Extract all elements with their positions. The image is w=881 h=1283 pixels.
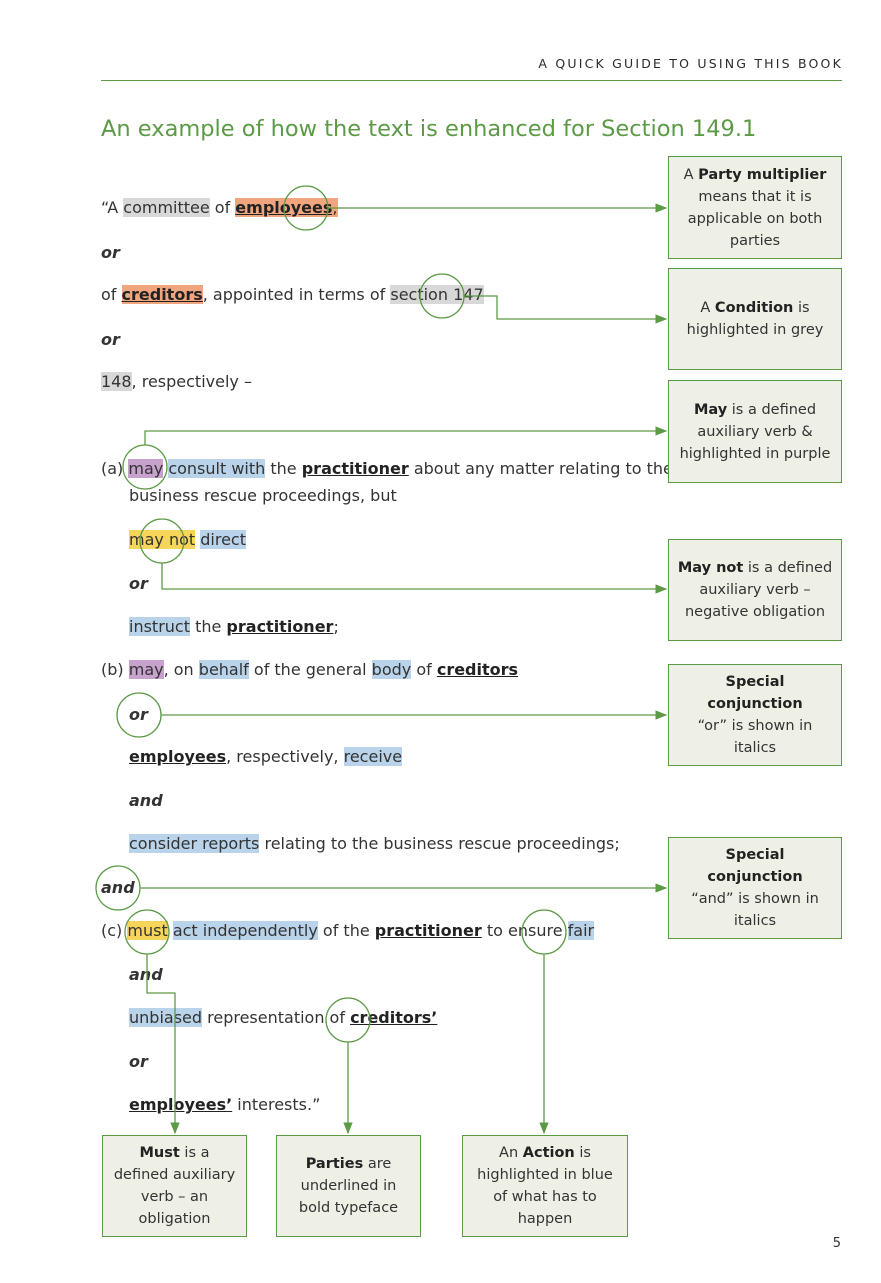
callout-circle	[122, 444, 168, 490]
conjunction-or: or	[129, 705, 148, 724]
callout-must: Must is a defined auxiliary verb – an ob…	[102, 1135, 247, 1237]
callout-circle	[95, 865, 141, 911]
action-highlight: direct	[200, 530, 246, 549]
text-line-a5: instruct the practitioner;	[129, 617, 339, 636]
party-multiplier-highlight: creditors	[121, 285, 203, 304]
action-highlight: consider reports	[129, 834, 260, 853]
conjunction-or: or	[101, 243, 120, 262]
text-line-c3: unbiased representation of creditors’	[129, 1008, 438, 1027]
callout-party-multiplier: A Party multiplier means that it is appl…	[668, 156, 842, 259]
conjunction-or: or	[129, 574, 148, 593]
conjunction-and: and	[129, 791, 163, 810]
action-highlight: body	[371, 660, 412, 679]
page-title: An example of how the text is enhanced f…	[101, 116, 757, 142]
text-line-3: of creditors, appointed in terms of sect…	[101, 285, 484, 304]
party-underline: employees’	[129, 1095, 233, 1114]
action-highlight: fair	[567, 921, 595, 940]
action-highlight: behalf	[198, 660, 249, 679]
callout-may: May is a defined auxiliary verb & highli…	[668, 380, 842, 483]
text-line-a2: business rescue proceedings, but	[129, 486, 397, 505]
party-underline: creditors	[436, 660, 519, 679]
callout-circle	[139, 518, 185, 564]
conjunction-or: or	[129, 1052, 148, 1071]
connector-condition	[464, 295, 668, 324]
header-rule	[101, 80, 842, 81]
may-highlight: may	[128, 660, 164, 679]
connector-may	[144, 426, 668, 445]
running-header: A QUICK GUIDE TO USING THIS BOOK	[538, 56, 843, 71]
text-line-a1: (a) may consult with the practitioner ab…	[101, 459, 673, 478]
party-underline: creditors’	[350, 1008, 438, 1027]
action-highlight: receive	[343, 747, 403, 766]
callout-circle	[116, 692, 162, 738]
conjunction-and: and	[129, 965, 163, 984]
may-highlight: may	[128, 459, 164, 478]
text-line-c1: (c) must act independently of the practi…	[101, 921, 595, 940]
must-highlight: must	[127, 921, 168, 940]
text-line-b5: consider reports relating to the busines…	[129, 834, 620, 853]
callout-circle	[325, 997, 371, 1043]
action-highlight: instruct	[129, 617, 190, 636]
callout-circle	[419, 273, 465, 319]
callout-special-or: Special conjunction“or” is shown in ital…	[668, 664, 842, 766]
action-highlight: unbiased	[129, 1008, 203, 1027]
callout-circle	[521, 909, 567, 955]
text-line-a3: may not direct	[129, 529, 246, 551]
text-line-5: 148, respectively –	[101, 372, 252, 391]
callout-special-and: Special conjunction“and” is shown in ita…	[668, 837, 842, 939]
text-line-b1: (b) may, on behalf of the general body o…	[101, 660, 519, 679]
conjunction-and: and	[101, 878, 135, 897]
text-line-c5: employees’ interests.”	[129, 1095, 321, 1114]
callout-circle	[124, 909, 170, 955]
may-not-highlight: may not	[129, 530, 196, 549]
callout-parties: Parties are underlined in bold typeface	[276, 1135, 421, 1237]
condition-highlight: committee	[123, 198, 210, 217]
callout-condition: A Condition is highlighted in grey	[668, 268, 842, 370]
party-underline: practitioner	[226, 617, 334, 636]
party-underline: practitioner	[374, 921, 482, 940]
callout-may-not: May not is a defined auxiliary verb – ne…	[668, 539, 842, 641]
condition-highlight: section 147	[390, 285, 484, 304]
conjunction-or: or	[101, 330, 120, 349]
action-highlight: act independently	[172, 921, 318, 940]
connector-must	[146, 954, 180, 1135]
page-number: 5	[832, 1236, 841, 1251]
party-underline: employees	[129, 747, 227, 766]
action-highlight: consult with	[168, 459, 266, 478]
callout-circle	[283, 185, 329, 231]
text-line-b3: employees, respectively, receive	[129, 747, 403, 766]
party-underline: practitioner	[301, 459, 409, 478]
connector-may-not	[161, 563, 668, 594]
callout-action: An Action is highlighted in blue of what…	[462, 1135, 628, 1237]
condition-highlight: 148	[101, 372, 132, 391]
